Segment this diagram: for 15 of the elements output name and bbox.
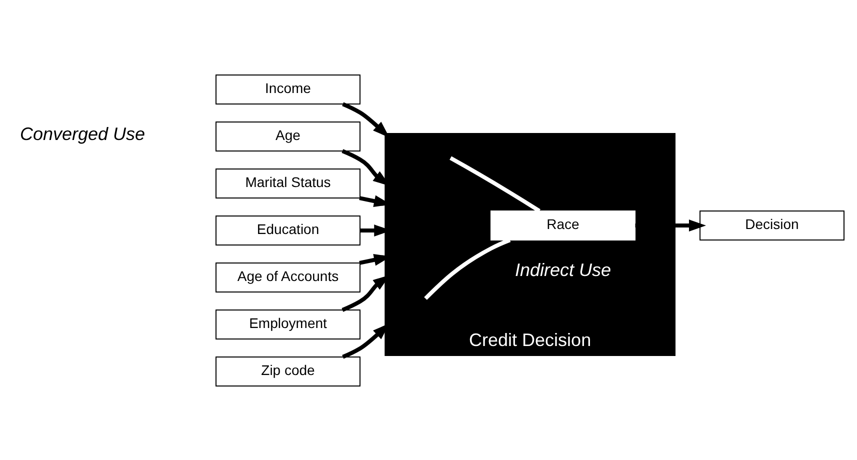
label: Converged Use <box>20 123 146 144</box>
node-box: Employment <box>216 309 360 339</box>
arrow <box>635 219 706 231</box>
node-box: Decision <box>700 210 844 240</box>
node-box: Zip code <box>216 356 360 386</box>
node-box: Education <box>216 215 360 245</box>
node-box: Race <box>490 210 636 240</box>
node-box: Age <box>216 121 360 151</box>
label: Indirect Use <box>515 259 612 280</box>
node-box: Marital Status <box>216 168 360 198</box>
connector <box>424 238 511 300</box>
arrow <box>342 102 390 138</box>
node-box: Income <box>216 74 360 104</box>
node-box: Age of Accounts <box>216 262 360 292</box>
connector <box>450 156 540 212</box>
